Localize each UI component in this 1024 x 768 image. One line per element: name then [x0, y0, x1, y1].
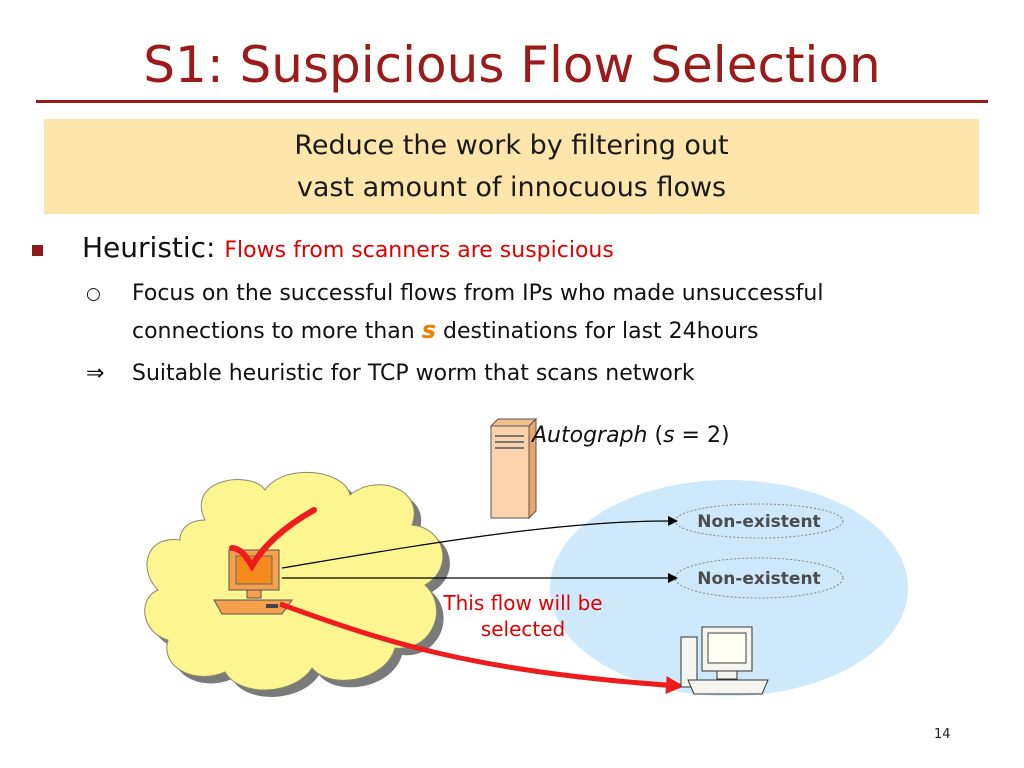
autograph-threshold-variable: s — [663, 423, 675, 448]
target-computer-icon — [680, 626, 769, 695]
selected-flow-label: This flow will be selected — [443, 591, 603, 641]
heuristic-value: Flows from scanners are suspicious — [224, 238, 614, 263]
page-number: 14 — [934, 727, 951, 742]
threshold-variable: s — [421, 316, 437, 344]
implies-arrow-icon: ⇒ — [86, 361, 105, 386]
sub-bullet-focus-line2-post: destinations for last 24hours — [443, 319, 759, 344]
nonexistent-label-1: Non-existent — [697, 512, 820, 532]
slide-title: S1: Suspicious Flow Selection — [143, 36, 881, 94]
target-network-area — [550, 480, 908, 696]
sub-bullet-focus-line2-pre: connections to more than — [132, 319, 415, 344]
banner-line-1: Reduce the work by filtering out — [294, 130, 729, 161]
autograph-name: Autograph — [532, 423, 648, 448]
banner-line-2: vast amount of innocuous flows — [296, 172, 727, 203]
circle-bullet-icon: ○ — [86, 284, 101, 304]
title-divider — [36, 100, 988, 103]
sub-bullet-suitable-text: Suitable heuristic for TCP worm that sca… — [132, 361, 695, 386]
heuristic-label: Heuristic: — [82, 231, 216, 264]
autograph-label: Autograph (s = 2) — [532, 423, 730, 448]
checkmark-icon — [229, 507, 317, 572]
server-icon — [489, 417, 538, 520]
nonexistent-host-2: Non-existent — [674, 557, 844, 599]
square-bullet-icon — [32, 245, 43, 256]
flow-arrow-nonexistent-1 — [281, 515, 678, 569]
sub-bullet-focus-line1: Focus on the successful flows from IPs w… — [132, 281, 824, 306]
scanner-network-cloud — [144, 471, 450, 697]
summary-banner: Reduce the work by filtering out vast am… — [44, 119, 979, 214]
selected-flow-arrow — [279, 601, 684, 695]
nonexistent-label-2: Non-existent — [697, 569, 820, 589]
